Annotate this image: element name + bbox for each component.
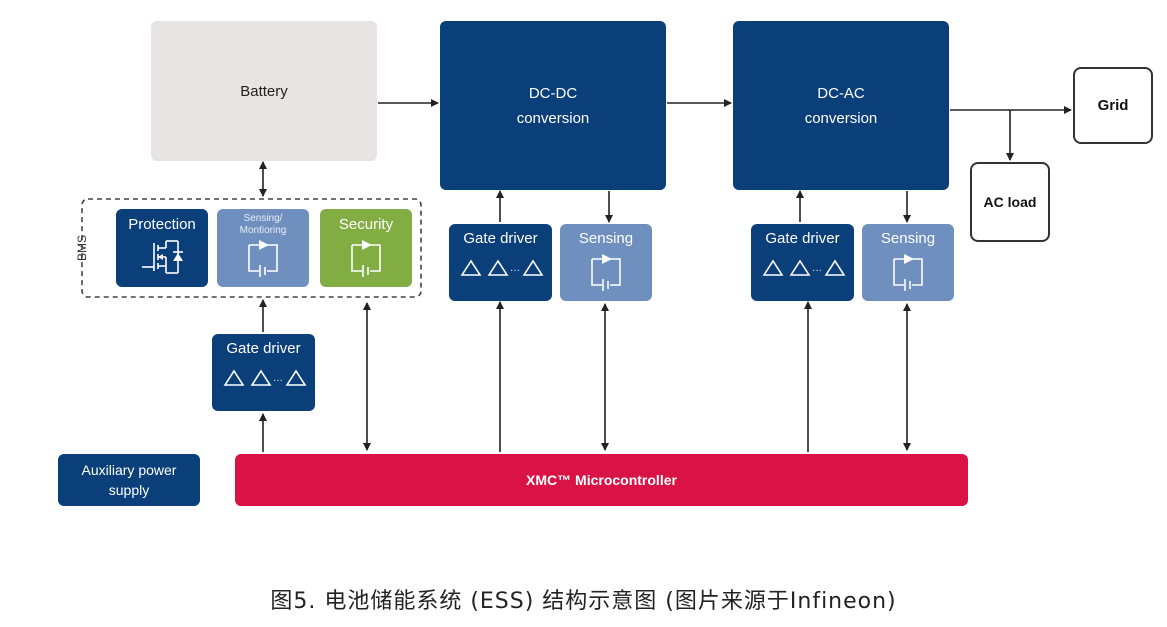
- sense-circuit-icon: [893, 254, 923, 291]
- protection-block: Protection: [116, 209, 208, 287]
- ac-load-label: AC load: [983, 193, 1037, 210]
- ac-load-block: AC load: [970, 162, 1050, 242]
- gate-triangle-icon: ···: [223, 369, 306, 386]
- security-block: Security: [320, 209, 412, 287]
- sensing-label: Sensing: [880, 230, 936, 247]
- grid-label: Grid: [1097, 97, 1129, 114]
- gate-driver-dcdc-block: Gate driver ···: [449, 224, 552, 301]
- gate-driver-label: Gate driver: [765, 230, 840, 247]
- dcdc-block: DC-DC conversion: [440, 21, 666, 190]
- gate-triangle-icon: ···: [762, 259, 845, 276]
- gate-driver-label: Gate driver: [463, 230, 538, 247]
- dcac-label-2: conversion: [804, 109, 878, 127]
- sensing-dcac-block: Sensing: [862, 224, 954, 301]
- bms-dashed-box: [81, 198, 422, 298]
- dcac-label-1: DC-AC: [817, 84, 865, 102]
- security-label: Security: [338, 216, 394, 233]
- mosfet-icon: [142, 240, 183, 274]
- sense-circuit-icon: [351, 240, 381, 277]
- sensing-dcdc-block: Sensing: [560, 224, 652, 301]
- battery-block: Battery: [151, 21, 377, 161]
- dcdc-label-1: DC-DC: [528, 84, 578, 102]
- sensing-monitoring-block: Sensing/ Montioring: [217, 209, 309, 287]
- dcac-block: DC-AC conversion: [733, 21, 949, 190]
- protection-label: Protection: [128, 216, 196, 233]
- mcu-label: XMC™ Microcontroller: [526, 471, 677, 488]
- grid-block: Grid: [1073, 67, 1153, 144]
- bms-label: BMS: [75, 234, 89, 262]
- svg-text:···: ···: [273, 375, 283, 386]
- svg-text:···: ···: [812, 265, 822, 276]
- battery-label: Battery: [240, 82, 288, 100]
- aux-power-label-1: Auxiliary power: [81, 462, 177, 478]
- gate-triangle-icon: ···: [460, 259, 543, 276]
- gate-driver-label: Gate driver: [226, 340, 301, 357]
- aux-power-label-2: supply: [108, 482, 150, 498]
- aux-power-block: Auxiliary power supply: [58, 454, 200, 506]
- sense-circuit-icon: [591, 254, 621, 291]
- sense-circuit-icon: [248, 240, 278, 277]
- mcu-block: XMC™ Microcontroller: [235, 454, 968, 506]
- sensing-label: Sensing: [578, 230, 634, 247]
- dcdc-label-2: conversion: [516, 109, 590, 127]
- sensing-monitoring-label-1: Sensing/: [243, 213, 283, 224]
- sensing-monitoring-label-2: Montioring: [239, 225, 287, 236]
- gate-driver-bms-block: Gate driver ···: [212, 334, 315, 411]
- svg-text:···: ···: [510, 265, 520, 276]
- gate-driver-dcac-block: Gate driver ···: [751, 224, 854, 301]
- figure-caption: 图5. 电池储能系统 (ESS) 结构示意图 (图片来源于Infineon): [270, 589, 897, 614]
